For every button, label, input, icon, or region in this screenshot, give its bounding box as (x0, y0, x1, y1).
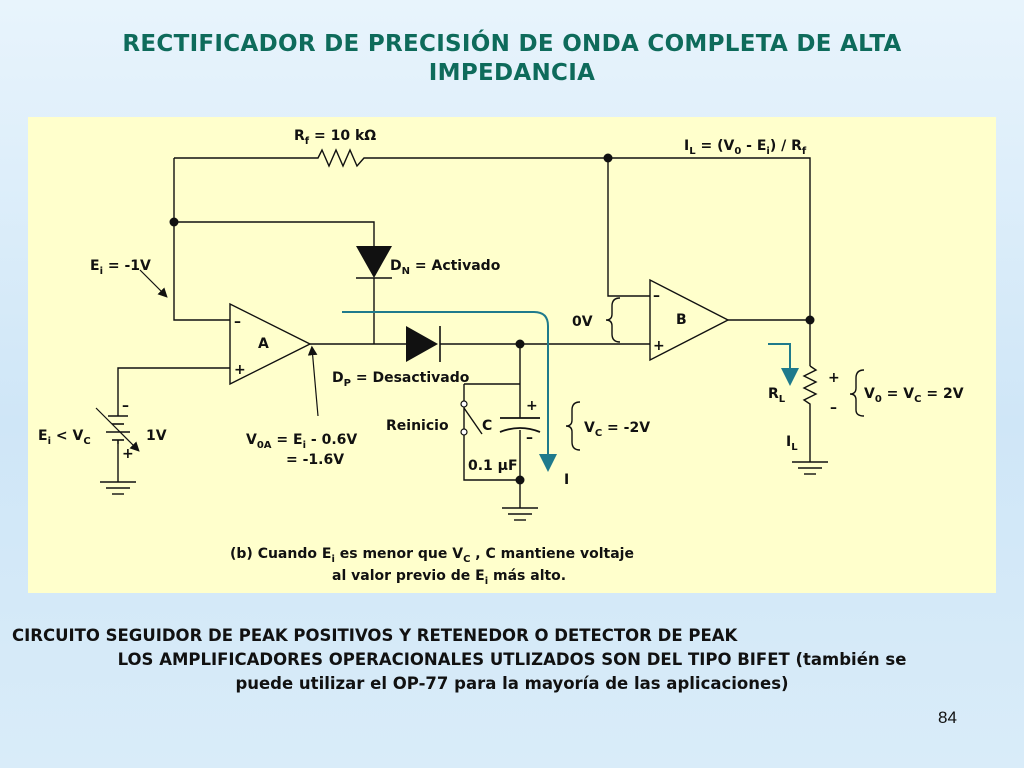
opamp-a-plus: + (234, 362, 246, 378)
caption-line-1: (b) Cuando Ei es menor que VC , C mantie… (230, 546, 634, 565)
dn-label: DN = Activado (390, 258, 501, 277)
diode-dn-icon (356, 246, 392, 278)
page-number: 84 (938, 708, 957, 727)
brace-v0 (849, 369, 865, 417)
rl-plus: + (828, 370, 840, 386)
current-i-label: I (564, 472, 569, 488)
variable-arrow-icon (95, 407, 140, 452)
opamp-b (649, 278, 730, 362)
battery-minus: – (122, 398, 129, 414)
brace-vc (565, 401, 581, 451)
caption-line-2: al valor previo de Ei más alto. (332, 568, 566, 587)
rf-label: Rf = 10 kΩ (294, 128, 376, 147)
v0-value-label: V0 = VC = 2V (864, 386, 964, 405)
battery-value-label: 1V (146, 428, 167, 444)
rl-label: RL (768, 386, 786, 405)
footer-line-3: puede utilizar el OP-77 para la mayoría … (235, 674, 789, 693)
ground-icon (100, 461, 828, 521)
zero-volt-label: 0V (572, 314, 593, 330)
il-label: IL (786, 434, 798, 453)
load-current-arrow (768, 343, 799, 386)
current-path-arrow (342, 311, 557, 472)
diode-dp-icon (406, 326, 438, 362)
v0a-result-label: = -1.6V (286, 452, 344, 468)
opamp-a (229, 302, 312, 386)
capacitor-label: C (482, 418, 492, 434)
ei-value-label: Ei = -1V (90, 258, 151, 277)
footer-lines-2-3: LOS AMPLIFICADORES OPERACIONALES UTLIZAD… (12, 648, 1012, 696)
il-formula-label: IL = (V0 - Ei) / Rf (684, 138, 807, 157)
reset-switch-label[interactable]: Reinicio (386, 418, 449, 434)
slide-title: RECTIFICADOR DE PRECISIÓN DE ONDA COMPLE… (40, 30, 984, 88)
title-line-2: IMPEDANCIA (428, 60, 596, 86)
battery-icon (106, 415, 130, 444)
cap-minus: – (526, 430, 533, 446)
opamp-a-minus: – (234, 314, 241, 330)
brace-0v (605, 297, 621, 343)
footer-line-1: CIRCUITO SEGUIDOR DE PEAK POSITIVOS Y RE… (12, 626, 738, 645)
opamp-b-label: B (676, 312, 687, 328)
footer-line-2: LOS AMPLIFICADORES OPERACIONALES UTLIZAD… (117, 650, 907, 669)
ei-lt-vc-label: Ei < VC (38, 428, 91, 447)
junction-dots (169, 153, 815, 485)
opamp-a-label: A (258, 336, 269, 352)
opamp-b-minus: – (653, 288, 660, 304)
dp-label: DP = Desactivado (332, 370, 470, 389)
cap-plus: + (526, 398, 538, 414)
rl-minus: – (830, 400, 837, 416)
v0a-label: V0A = Ei - 0.6V (246, 432, 357, 451)
opamp-b-plus: + (653, 338, 665, 354)
title-line-1: RECTIFICADOR DE PRECISIÓN DE ONDA COMPLE… (122, 31, 902, 57)
capacitor-value-label: 0.1 µF (468, 458, 518, 474)
vc-value-label: VC = -2V (584, 420, 650, 439)
battery-plus: + (122, 446, 134, 462)
